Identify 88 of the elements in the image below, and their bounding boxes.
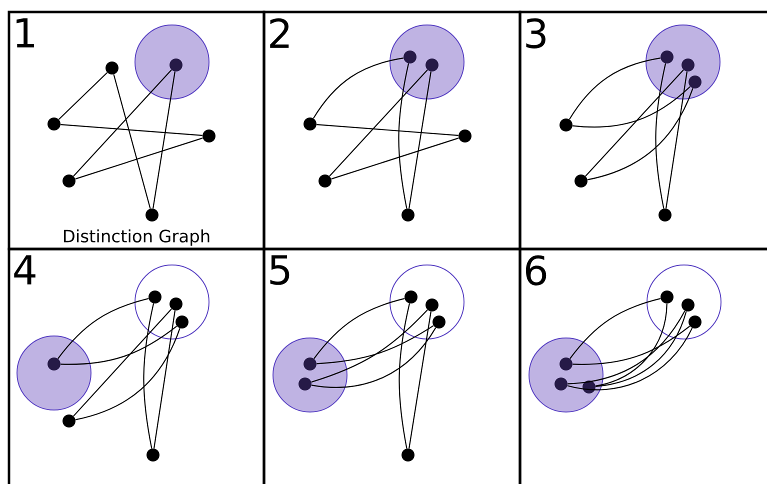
graph-vertex bbox=[48, 358, 60, 370]
graph-vertex bbox=[426, 298, 438, 312]
graph-vertex bbox=[146, 448, 160, 462]
graph-edge bbox=[316, 325, 434, 364]
group-circle bbox=[16, 336, 92, 410]
graph-vertex bbox=[304, 118, 316, 130]
graph-vertex bbox=[688, 76, 702, 88]
panel-number: 1 bbox=[16, 18, 34, 48]
graph-vertex bbox=[106, 62, 118, 74]
graph-vertex bbox=[554, 378, 568, 390]
graph-vertex bbox=[458, 130, 472, 142]
graph-edge bbox=[311, 310, 428, 383]
graph-edge bbox=[113, 74, 151, 209]
panel-number: 6 bbox=[526, 255, 546, 286]
graph-edge bbox=[570, 298, 661, 359]
group-circle bbox=[528, 338, 604, 412]
graph-edge bbox=[587, 88, 694, 180]
panel-number: 4 bbox=[14, 255, 36, 284]
graph-edge bbox=[665, 72, 688, 208]
graph-edge bbox=[60, 124, 202, 136]
graph-vertex bbox=[688, 316, 702, 328]
graph-vertex bbox=[402, 208, 414, 222]
graph-edge bbox=[73, 70, 172, 176]
graph-edge bbox=[569, 58, 660, 120]
graph-edge bbox=[152, 72, 176, 208]
graph-vertex bbox=[176, 316, 188, 328]
graph-vertex bbox=[682, 298, 694, 312]
panel-number: 5 bbox=[270, 255, 290, 285]
group-circle bbox=[134, 264, 210, 340]
group-circle bbox=[646, 264, 722, 340]
panel-number: 2 bbox=[270, 18, 289, 48]
graph-edge bbox=[585, 70, 684, 176]
group-circle bbox=[390, 24, 464, 100]
graph-edge bbox=[331, 138, 459, 180]
graph-vertex bbox=[148, 290, 162, 304]
group-circle bbox=[390, 264, 464, 340]
graph-vertex bbox=[432, 316, 446, 328]
graph-edge bbox=[329, 70, 428, 176]
graph-vertex bbox=[660, 50, 674, 64]
graph-vertex bbox=[304, 358, 316, 370]
graph-edge bbox=[408, 72, 432, 208]
graph-vertex bbox=[146, 208, 158, 222]
graph-edge bbox=[408, 312, 432, 448]
graph-vertex bbox=[404, 290, 418, 304]
group-circle bbox=[646, 24, 721, 100]
graph-vertex bbox=[62, 414, 76, 428]
graph-edge bbox=[312, 328, 436, 388]
graph-vertex bbox=[574, 174, 588, 188]
graph-vertex bbox=[404, 50, 416, 64]
graph-edge bbox=[655, 63, 666, 209]
graph-vertex bbox=[658, 208, 672, 222]
graph-edge bbox=[596, 311, 687, 388]
panel-label: Distinction Graph bbox=[64, 229, 210, 246]
graph-vertex bbox=[318, 174, 332, 188]
graph-vertex bbox=[170, 58, 182, 72]
graph-edge bbox=[60, 326, 178, 365]
graph-vertex bbox=[62, 174, 76, 188]
graph-edge bbox=[316, 124, 458, 136]
graph-edge bbox=[58, 298, 149, 359]
graph-vertex bbox=[560, 118, 572, 132]
graph-vertex bbox=[202, 130, 216, 142]
graph-edge bbox=[153, 310, 176, 448]
group-circle bbox=[272, 338, 348, 412]
graph-vertex bbox=[582, 380, 596, 394]
graph-edge bbox=[572, 86, 691, 128]
graph-edge bbox=[398, 63, 410, 209]
graph-edge bbox=[398, 303, 410, 449]
graph-vertex bbox=[298, 378, 312, 390]
graph-edge bbox=[572, 326, 690, 365]
graph-edge bbox=[58, 72, 108, 120]
graph-vertex bbox=[402, 448, 414, 462]
graph-edge bbox=[596, 304, 668, 386]
graph-vertex bbox=[170, 298, 182, 310]
graph-edge bbox=[568, 310, 686, 384]
graph-vertex bbox=[660, 290, 674, 304]
graph-vertex bbox=[48, 118, 60, 130]
graph-edge bbox=[75, 138, 203, 180]
graph-edge bbox=[73, 308, 172, 416]
graph-vertex bbox=[426, 58, 438, 72]
graph-edge bbox=[75, 328, 180, 420]
panel-number: 3 bbox=[526, 18, 546, 48]
graph-vertex bbox=[560, 358, 572, 370]
group-circle bbox=[134, 24, 210, 100]
graph-edge bbox=[314, 298, 405, 359]
graph-vertex bbox=[682, 58, 694, 72]
graph-edge bbox=[143, 303, 154, 449]
graph-edge bbox=[313, 57, 404, 119]
graph-edge bbox=[567, 328, 693, 390]
